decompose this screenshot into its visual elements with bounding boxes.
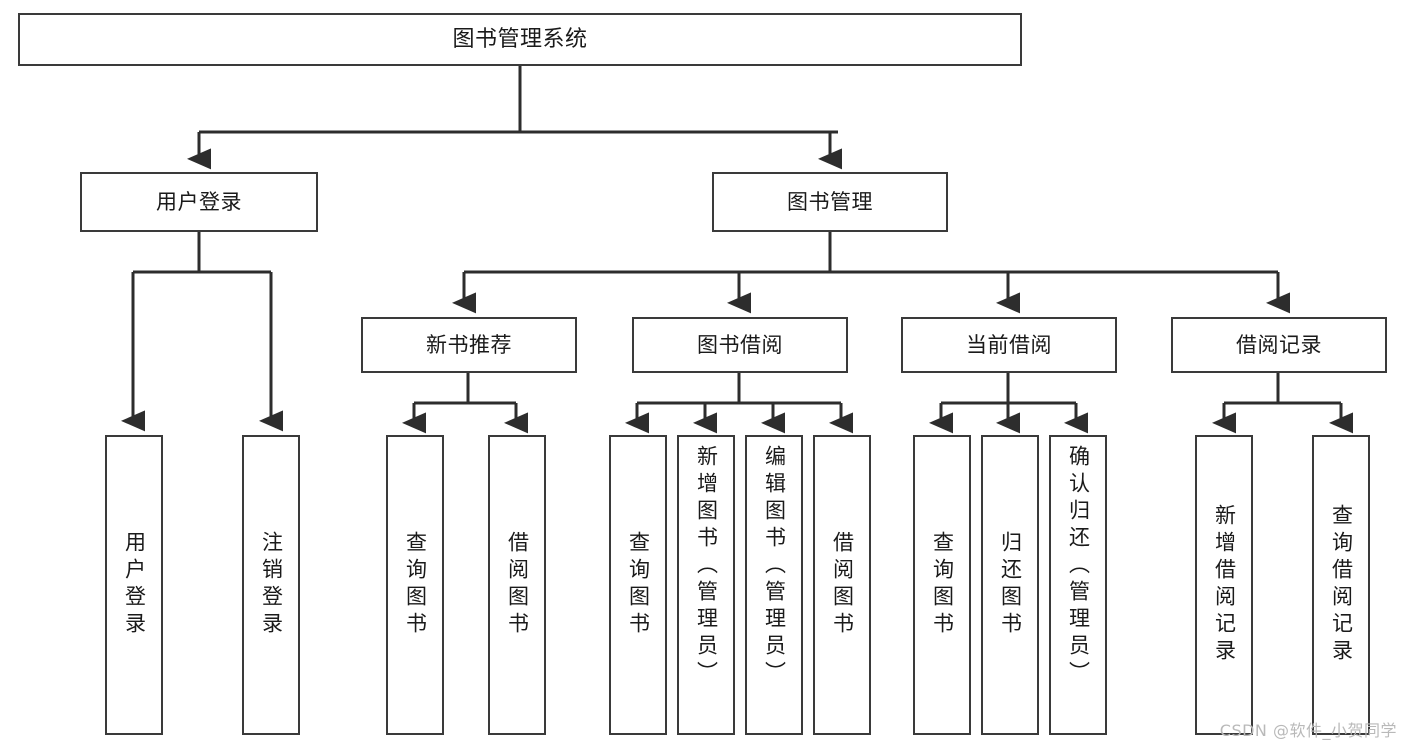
node-book-borrow-label: 图书借阅 (697, 332, 783, 357)
node-leaf-logout-login-label: 注销登录 (259, 531, 284, 639)
node-root-label: 图书管理系统 (452, 26, 588, 52)
node-new-book-recommend[interactable]: 新书推荐 (361, 317, 577, 373)
node-leaf-user-login[interactable]: 用户登录 (105, 435, 163, 735)
node-leaf-logout-login[interactable]: 注销登录 (242, 435, 300, 735)
node-leaf-borrow-book-2-label: 借阅图书 (830, 531, 855, 639)
node-user-login-label: 用户登录 (156, 189, 242, 214)
node-leaf-confirm-return[interactable]: 确认归还（管理员） (1049, 435, 1107, 735)
node-borrow-record-label: 借阅记录 (1236, 332, 1322, 357)
node-current-borrow-label: 当前借阅 (966, 332, 1052, 357)
node-leaf-user-login-label: 用户登录 (122, 531, 147, 639)
node-leaf-borrow-book-2[interactable]: 借阅图书 (813, 435, 871, 735)
node-book-manage-label: 图书管理 (787, 189, 873, 214)
node-new-book-recommend-label: 新书推荐 (426, 332, 512, 357)
node-leaf-borrow-book-1-label: 借阅图书 (505, 531, 530, 639)
node-user-login[interactable]: 用户登录 (80, 172, 318, 232)
node-leaf-edit-book-label: 编辑图书（管理员） (762, 445, 787, 688)
node-leaf-query-record[interactable]: 查询借阅记录 (1312, 435, 1370, 735)
node-leaf-query-book-3-label: 查询图书 (930, 531, 955, 639)
node-book-borrow[interactable]: 图书借阅 (632, 317, 848, 373)
node-book-manage[interactable]: 图书管理 (712, 172, 948, 232)
node-leaf-add-record[interactable]: 新增借阅记录 (1195, 435, 1253, 735)
node-leaf-query-book-1[interactable]: 查询图书 (386, 435, 444, 735)
node-leaf-add-book-label: 新增图书（管理员） (694, 445, 719, 688)
node-leaf-return-book-label: 归还图书 (998, 531, 1023, 639)
node-leaf-return-book[interactable]: 归还图书 (981, 435, 1039, 735)
node-current-borrow[interactable]: 当前借阅 (901, 317, 1117, 373)
node-root[interactable]: 图书管理系统 (18, 13, 1022, 66)
node-leaf-confirm-return-label: 确认归还（管理员） (1066, 445, 1091, 688)
node-leaf-query-book-3[interactable]: 查询图书 (913, 435, 971, 735)
watermark: CSDN @软件_小贺同学 (1219, 721, 1397, 740)
node-leaf-edit-book[interactable]: 编辑图书（管理员） (745, 435, 803, 735)
node-leaf-query-book-2[interactable]: 查询图书 (609, 435, 667, 735)
node-borrow-record[interactable]: 借阅记录 (1171, 317, 1387, 373)
node-leaf-add-record-label: 新增借阅记录 (1212, 504, 1237, 666)
node-leaf-query-record-label: 查询借阅记录 (1329, 504, 1354, 666)
node-leaf-borrow-book-1[interactable]: 借阅图书 (488, 435, 546, 735)
node-leaf-query-book-1-label: 查询图书 (403, 531, 428, 639)
node-leaf-query-book-2-label: 查询图书 (626, 531, 651, 639)
node-leaf-add-book[interactable]: 新增图书（管理员） (677, 435, 735, 735)
